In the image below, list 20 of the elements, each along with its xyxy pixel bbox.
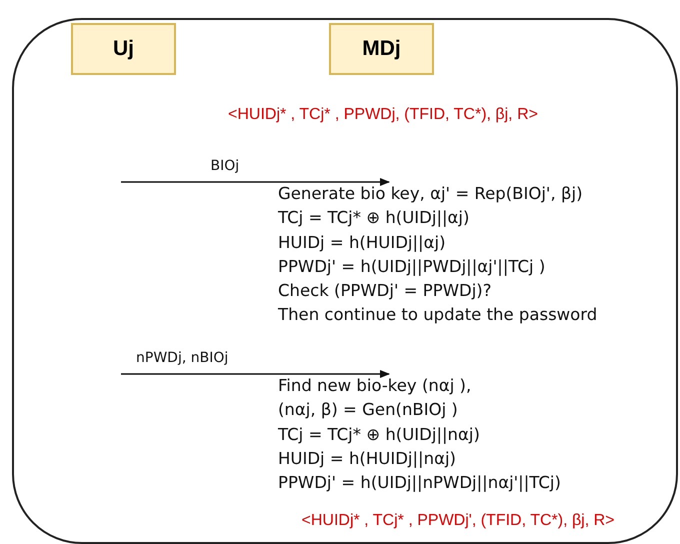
- equation-text: Generate bio key, αj' = Rep(BIOj', βj): [278, 183, 584, 205]
- equation-text: Then continue to update the password: [278, 304, 598, 326]
- equation-text: PPWDj' = h(UIDj||PWDj||αj'||TCj ): [278, 256, 546, 278]
- equation-text: TCj = TCj* ⊕ h(UIDj||αj): [278, 207, 470, 230]
- message-text: <HUIDj* , TCj* , PPWDj, (TFID, TC*), βj, R>: [228, 106, 538, 124]
- arrow: [121, 178, 390, 186]
- equation-text: PPWDj' = h(UIDj||nPWDj||nαj'||TCj): [278, 472, 562, 494]
- actor-box: Uj: [71, 23, 176, 75]
- edge-label: BIOj: [210, 158, 240, 174]
- actor-box: MDj: [329, 23, 434, 75]
- frame-box: [12, 18, 678, 544]
- arrow: [121, 370, 390, 378]
- equation-text: HUIDj = h(HUIDj||αj): [278, 232, 447, 254]
- equation-text: Find new bio-key (nαj ),: [278, 375, 472, 397]
- equation-text: (nαj, β) = Gen(nBIOj ): [278, 399, 459, 422]
- equation-text: Check (PPWDj' = PPWDj)?: [278, 280, 492, 302]
- edge-label: nPWDj, nBIOj: [136, 350, 228, 366]
- equation-text: HUIDj = h(HUIDj||nαj): [278, 448, 457, 470]
- message-text: <HUIDj* , TCj* , PPWDj', (TFID, TC*), βj, R>: [302, 512, 615, 530]
- equation-text: TCj = TCj* ⊕ h(UIDj||nαj): [278, 424, 481, 446]
